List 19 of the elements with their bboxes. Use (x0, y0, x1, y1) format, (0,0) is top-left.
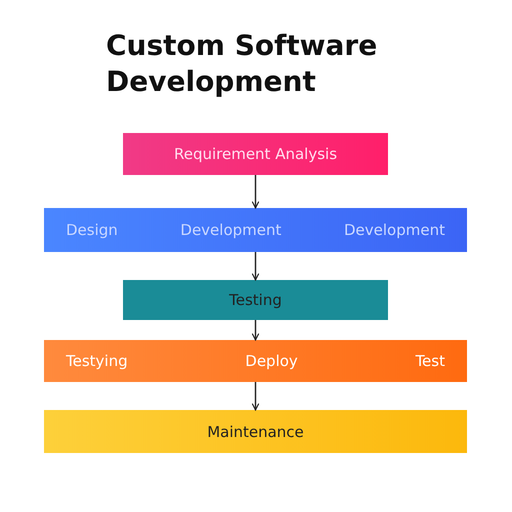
arrow (252, 252, 260, 281)
process-box (123, 133, 388, 175)
step-label: Design (66, 221, 118, 239)
step-label: Testying (66, 352, 128, 370)
arrow (252, 175, 260, 209)
process-band (44, 340, 467, 382)
arrow (252, 320, 260, 341)
step-label: Requirement Analysis (174, 145, 338, 163)
step-label: Deploy (245, 352, 298, 370)
process-box (44, 410, 467, 453)
diagram-title: Custom Software Development (106, 28, 378, 100)
step-label: Development (344, 221, 445, 239)
step-label: Test (415, 352, 445, 370)
arrow (252, 382, 260, 411)
step-label: Development (180, 221, 282, 239)
process-band (44, 208, 467, 252)
step-label: Testing (229, 291, 282, 309)
process-box (123, 280, 388, 320)
step-label: Maintenance (207, 422, 304, 440)
